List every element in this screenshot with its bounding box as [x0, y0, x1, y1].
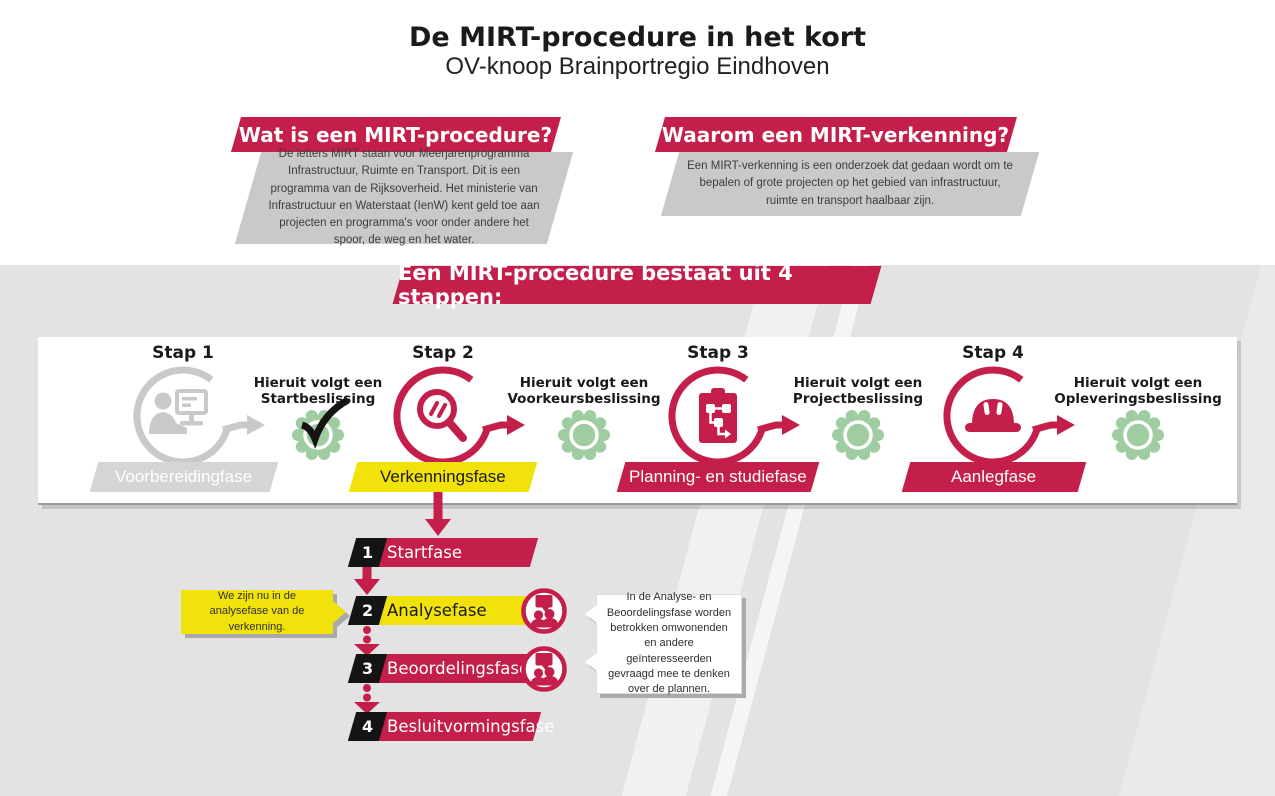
- subphase-number-text: 1: [361, 543, 374, 562]
- subphase-bar-startfase: Startfase: [366, 538, 539, 567]
- decision-prefix: Hieruit volgt een: [519, 375, 649, 391]
- decision-prefix: Hieruit volgt een: [793, 375, 923, 391]
- step1-label: Stap 1: [152, 343, 214, 363]
- subphase-bar-besluitvormingsfase: Besluitvormingsfase: [366, 712, 554, 741]
- decision-prefix: Hieruit volgt een: [1073, 375, 1203, 391]
- step1-phase-bar: Voorbereidingfase: [89, 462, 279, 492]
- phase-label: Planning- en studiefase: [629, 467, 807, 486]
- check-icon: [300, 396, 350, 449]
- subphase-label: Analysefase: [387, 601, 487, 620]
- subphase-number-text: 2: [361, 601, 374, 620]
- step3-decision: Hieruit volgt een Projectbeslissing: [773, 375, 943, 407]
- subphase-number-text: 4: [361, 717, 374, 736]
- decision-prefix: Hieruit volgt een: [253, 375, 383, 391]
- step2-decision: Hieruit volgt een Voorkeursbeslissing: [499, 375, 669, 407]
- step1-circle-person-at-computer-icon: [133, 366, 265, 466]
- step4-decision: Hieruit volgt een Opleveringsbeslissing: [1053, 375, 1223, 407]
- step4-circle-hard-hat-icon: [943, 366, 1075, 466]
- decision-name: Opleveringsbeslissing: [1054, 391, 1222, 408]
- dotted-down-arrow-icon: [354, 626, 380, 656]
- banner-text: Een MIRT-procedure bestaat uit 4 stappen…: [398, 261, 793, 309]
- info-body-why-verkenning: Een MIRT-verkenning is een onderzoek dat…: [660, 152, 1040, 216]
- step4-label: Stap 4: [962, 343, 1024, 363]
- step2-phase-bar: Verkenningsfase: [348, 462, 538, 492]
- subphase-label: Besluitvormingsfase: [387, 717, 555, 736]
- phase-label: Voorbereidingfase: [115, 467, 253, 486]
- page-title: De MIRT-procedure in het kort OV-knoop B…: [0, 22, 1275, 81]
- down-arrow-icon: [354, 567, 380, 595]
- badge-rosette-icon: [832, 410, 884, 460]
- four-steps-banner: Een MIRT-procedure bestaat uit 4 stappen…: [392, 261, 882, 309]
- info-body-text: Een MIRT-verkenning is een onderzoek dat…: [687, 160, 1013, 207]
- decision-name: Projectbeslissing: [792, 391, 924, 408]
- participation-callout: In de Analyse- en Beoordelingsfase worde…: [585, 591, 742, 695]
- step3-phase-bar: Planning- en studiefase: [616, 462, 820, 492]
- subphase-bar-analysefase: Analysefase: [366, 596, 539, 625]
- subphase-label: Beoordelingsfase: [387, 659, 530, 678]
- info-heading-text: Waarom een MIRT-verkenning?: [662, 122, 1010, 147]
- title-line2: OV-knoop Brainportregio Eindhoven: [445, 53, 830, 81]
- info-body-what-is-mirt: De letters MIRT staan voor Meerjarenprog…: [234, 148, 574, 247]
- step3-circle-clipboard-icon: [668, 366, 800, 466]
- participation-text: In de Analyse- en Beoordelingsfase worde…: [606, 591, 732, 696]
- phase-label: Verkenningsfase: [380, 467, 506, 486]
- badge-rosette-icon: [558, 410, 610, 460]
- title-line1: De MIRT-procedure in het kort: [408, 22, 867, 53]
- participation-people-icon: [521, 588, 567, 634]
- step2-label: Stap 2: [412, 343, 474, 363]
- step4-phase-bar: Aanlegfase: [901, 462, 1087, 492]
- step2-circle-magnifier-icon: [393, 366, 525, 466]
- step3-label: Stap 3: [687, 343, 749, 363]
- current-phase-text: We zijn nu in de analysefase van de verk…: [209, 589, 305, 633]
- info-body-text: De letters MIRT staan voor Meerjarenprog…: [268, 148, 540, 247]
- info-heading-why-verkenning: Waarom een MIRT-verkenning?: [654, 117, 1018, 152]
- participation-people-icon: [521, 646, 567, 692]
- phase-label: Aanlegfase: [951, 467, 1037, 486]
- badge-rosette-icon: [1112, 410, 1164, 460]
- current-phase-callout: We zijn nu in de analysefase van de verk…: [181, 590, 346, 634]
- dotted-down-arrow-icon: [354, 684, 380, 714]
- decision-name: Voorkeursbeslissing: [507, 391, 661, 408]
- subphase-number-text: 3: [361, 659, 374, 678]
- down-arrow-icon: [425, 492, 451, 536]
